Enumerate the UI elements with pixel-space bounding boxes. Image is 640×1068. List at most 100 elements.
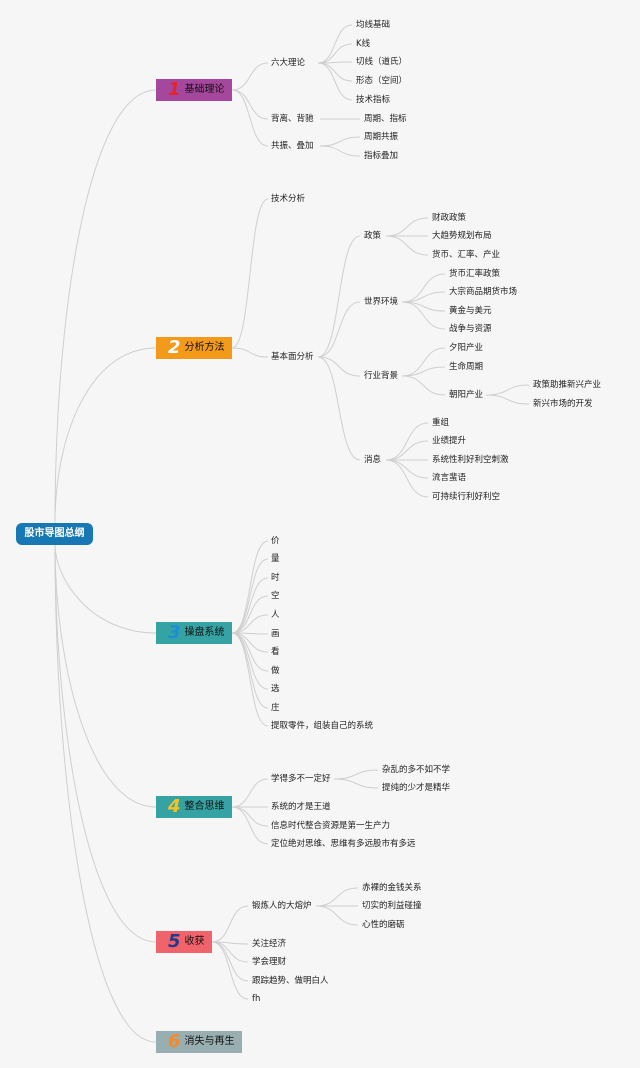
root-node[interactable]: 股市导图总纲 bbox=[16, 523, 93, 545]
topic-item[interactable]: 货币、汇率、产业 bbox=[432, 250, 501, 260]
topic-item[interactable]: 庄 bbox=[271, 703, 280, 713]
topic-jibenmian[interactable]: 基本面分析 bbox=[271, 352, 314, 362]
topic-item[interactable]: 周期共振 bbox=[364, 132, 399, 142]
topic-xuede[interactable]: 学得多不一定好 bbox=[271, 774, 331, 784]
branch-node-2[interactable]: 2 分析方法 bbox=[156, 337, 232, 359]
topic-item[interactable]: 学会理财 bbox=[252, 957, 287, 967]
topic-item[interactable]: 均线基础 bbox=[356, 20, 391, 30]
topic-chaoyang[interactable]: 朝阳产业 bbox=[449, 390, 484, 400]
branch-label: 基础理论 bbox=[184, 84, 225, 95]
topic-item[interactable]: 政策助推新兴产业 bbox=[533, 380, 602, 390]
branch-label: 分析方法 bbox=[184, 342, 225, 353]
topic-item[interactable]: 系统的才是王道 bbox=[271, 802, 331, 812]
topic-item[interactable]: 提取零件，组装自己的系统 bbox=[271, 721, 374, 731]
topic-item[interactable]: 跟踪趋势、做明白人 bbox=[252, 976, 329, 986]
topic-item[interactable]: 量 bbox=[271, 554, 280, 564]
topic-item[interactable]: 周期、指标 bbox=[364, 114, 407, 124]
branch-node-4[interactable]: 4 整合思维 bbox=[156, 796, 232, 818]
connector-line bbox=[317, 24, 353, 64]
topic-item[interactable]: 形态（空间） bbox=[356, 76, 408, 86]
topic-item[interactable]: 业绩提升 bbox=[432, 436, 467, 446]
topic-item[interactable]: 关注经济 bbox=[252, 939, 287, 949]
topic-item[interactable]: 黄金与美元 bbox=[449, 306, 492, 316]
topic-item[interactable]: 系统性利好利空刺激 bbox=[432, 455, 509, 465]
topic-item[interactable]: 夕阳产业 bbox=[449, 343, 484, 353]
branch-label: 消失与再生 bbox=[184, 1036, 235, 1047]
topic-item[interactable]: 流言蜚语 bbox=[432, 473, 467, 483]
topic-item[interactable]: fh bbox=[252, 994, 261, 1004]
topic-xiaoxi[interactable]: 消息 bbox=[364, 455, 382, 465]
topic-jishu[interactable]: 技术分析 bbox=[271, 194, 306, 204]
topic-item[interactable]: 货币汇率政策 bbox=[449, 269, 501, 279]
topic-item[interactable]: K线 bbox=[356, 39, 371, 49]
topic-item[interactable]: 人 bbox=[271, 610, 280, 620]
topic-shijie[interactable]: 世界环境 bbox=[364, 297, 399, 307]
branch-number: 3 bbox=[168, 622, 181, 643]
topic-item[interactable]: 选 bbox=[271, 684, 280, 694]
topic-item[interactable]: 新兴市场的开发 bbox=[533, 399, 593, 409]
connector-line bbox=[333, 778, 379, 789]
topic-item[interactable]: 财政政策 bbox=[432, 213, 467, 223]
connector-line bbox=[315, 887, 359, 907]
root-connector bbox=[54, 544, 157, 943]
connector-line bbox=[317, 43, 353, 64]
connector-line bbox=[231, 62, 269, 91]
connector-line bbox=[485, 394, 530, 405]
topic-item[interactable]: 定位绝对思维、思维有多远股市有多远 bbox=[271, 839, 416, 849]
connector-line bbox=[231, 778, 269, 808]
root-connector bbox=[54, 544, 157, 1043]
topic-item[interactable]: 生命周期 bbox=[449, 362, 484, 372]
connector-line bbox=[385, 217, 429, 237]
branch-node-3[interactable]: 3 操盘系统 bbox=[156, 622, 232, 644]
connector-line bbox=[231, 632, 269, 709]
topic-item[interactable]: 时 bbox=[271, 573, 280, 583]
topic-item[interactable]: 切实的利益碰撞 bbox=[362, 901, 422, 911]
topic-hangye[interactable]: 行业背景 bbox=[364, 371, 399, 381]
topic-item[interactable]: 大趋势规划布局 bbox=[432, 231, 492, 241]
connector-line bbox=[317, 301, 361, 358]
branch-number: 6 bbox=[168, 1031, 181, 1052]
topic-item[interactable]: 赤裸的金钱关系 bbox=[362, 883, 422, 893]
topic-item[interactable]: 价 bbox=[271, 536, 280, 546]
topic-item[interactable]: 切线（道氏） bbox=[356, 57, 408, 67]
topic-item[interactable]: 战争与资源 bbox=[449, 324, 492, 334]
topic-zhengce[interactable]: 政策 bbox=[364, 231, 382, 241]
topic-item[interactable]: 提纯的少才是精华 bbox=[382, 783, 451, 793]
connector-line bbox=[231, 632, 269, 672]
topic-item[interactable]: 指标叠加 bbox=[364, 151, 399, 161]
connector-line bbox=[485, 384, 530, 396]
topic-item[interactable]: 心性的磨砺 bbox=[362, 920, 405, 930]
topic-item[interactable]: 看 bbox=[271, 647, 280, 657]
topic-item[interactable]: 重组 bbox=[432, 418, 450, 428]
connector-line bbox=[211, 941, 249, 963]
connector-line bbox=[231, 89, 269, 147]
connector-line bbox=[317, 356, 361, 377]
topic-item[interactable]: 杂乱的多不如不学 bbox=[382, 765, 451, 775]
topic-gongzhen[interactable]: 共振、叠加 bbox=[271, 141, 314, 151]
topic-beili[interactable]: 背离、背驰 bbox=[271, 114, 314, 124]
branch-label: 收获 bbox=[184, 936, 205, 947]
branch-node-6[interactable]: 6 消失与再生 bbox=[156, 1031, 242, 1053]
connector-line bbox=[319, 136, 361, 147]
connector-line bbox=[385, 459, 429, 498]
connector-line bbox=[231, 806, 269, 827]
topic-item[interactable]: 技术指标 bbox=[356, 95, 391, 105]
connector-line bbox=[385, 235, 429, 256]
branch-number: 4 bbox=[168, 796, 181, 817]
topic-item[interactable]: 信息时代整合资源是第一生产力 bbox=[271, 821, 391, 831]
branch-node-1[interactable]: 1 基础理论 bbox=[156, 79, 232, 101]
branch-label: 整合思维 bbox=[184, 801, 225, 812]
branch-node-5[interactable]: 5 收获 bbox=[156, 931, 212, 953]
topic-item[interactable]: 可持续行利好利空 bbox=[432, 492, 501, 502]
connector-line bbox=[231, 540, 269, 634]
topic-item[interactable]: 画 bbox=[271, 629, 280, 639]
topic-duanlian[interactable]: 锻炼人的大熔炉 bbox=[252, 901, 312, 911]
topic-liuda[interactable]: 六大理论 bbox=[271, 58, 306, 68]
connector-line bbox=[385, 440, 429, 461]
connector-line bbox=[231, 614, 269, 634]
topic-item[interactable]: 大宗商品期货市场 bbox=[449, 287, 518, 297]
topic-item[interactable]: 做 bbox=[271, 666, 280, 676]
topic-item[interactable]: 空 bbox=[271, 591, 280, 601]
root-connector bbox=[54, 89, 157, 524]
